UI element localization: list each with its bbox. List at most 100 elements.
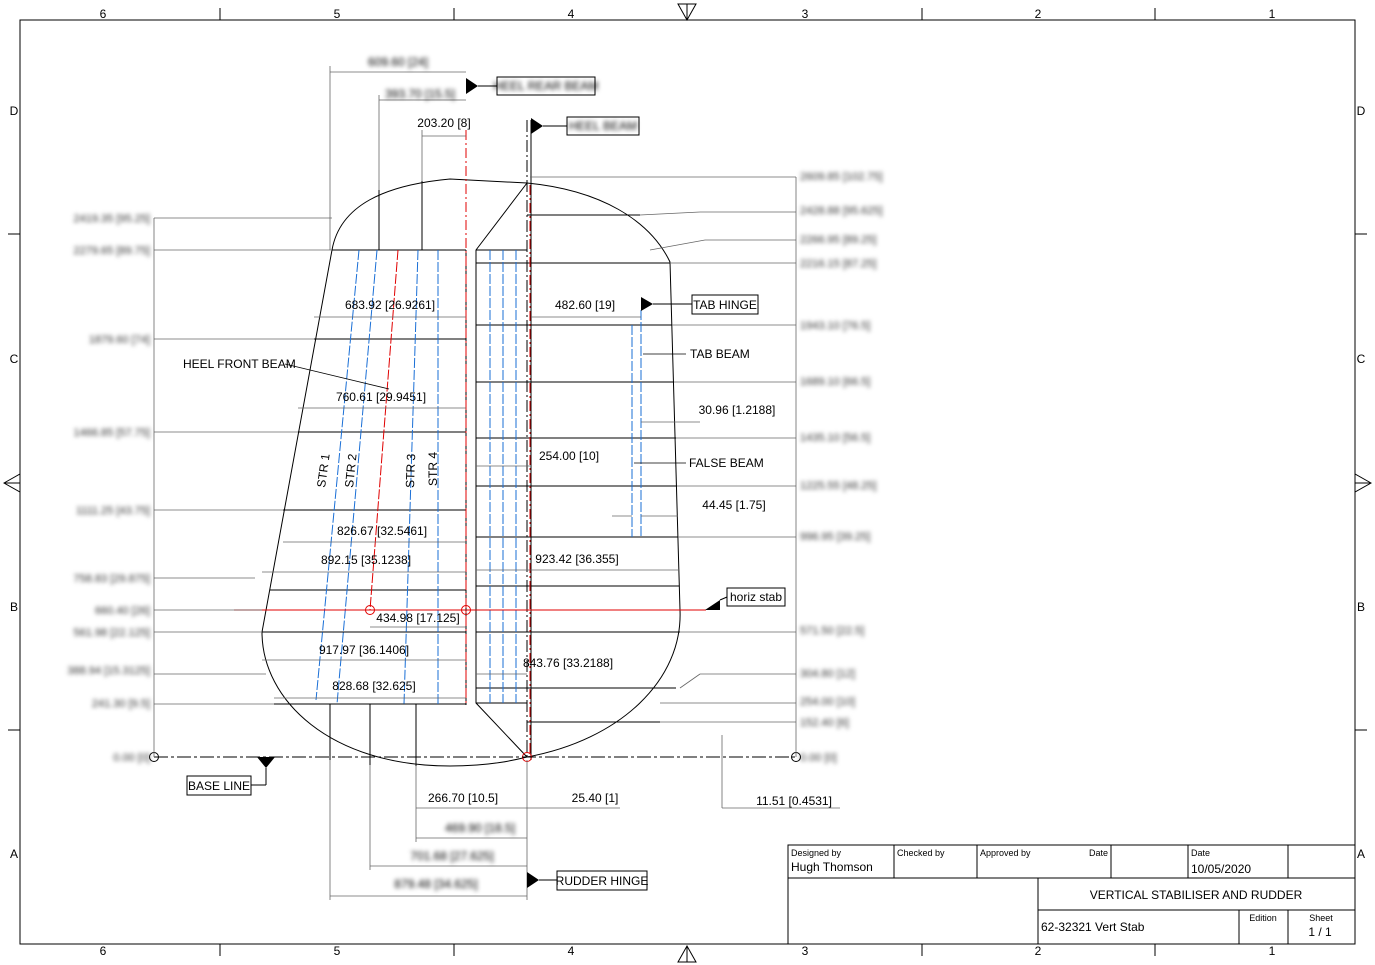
red-lines	[234, 130, 706, 762]
dim-44: 44.45 [1.75]	[702, 498, 765, 512]
approved-by-label: Approved by	[980, 848, 1031, 858]
zone-row-b-left: B	[10, 600, 18, 614]
callout-horiz-stab: horiz stab	[730, 590, 782, 604]
dim-923: 923.42 [36.355]	[535, 552, 618, 566]
sheet-value: 1 / 1	[1308, 925, 1332, 939]
title-block	[787, 844, 1356, 945]
dim-892: 892.15 [35.1238]	[321, 553, 411, 567]
zone-col-2-top: 2	[1035, 7, 1042, 21]
left-height-1: 2419.35 [95.25]	[74, 213, 150, 225]
dim-701: 701.68 [27.625]	[410, 849, 493, 863]
left-height-9: 388.94 [15.3125]	[67, 665, 150, 677]
left-height-2: 2279.65 [89.75]	[74, 245, 150, 257]
zone-col-5-top: 5	[334, 7, 341, 21]
dim-683: 683.92 [26.9261]	[345, 298, 435, 312]
zone-col-6-bottom: 6	[100, 944, 107, 958]
left-height-3: 1879.60 [74]	[89, 334, 150, 346]
dim-top-203: 203.20 [8]	[417, 116, 470, 130]
drawing-title: VERTICAL STABILISER AND RUDDER	[1090, 888, 1303, 902]
left-height-11: 0.00 [0]	[113, 752, 150, 764]
dimension-lines	[153, 66, 840, 900]
right-height-2: 2428.88 [95.625]	[800, 205, 883, 217]
dim-843: 843.76 [33.2188]	[523, 656, 613, 670]
zone-row-a-right: A	[1357, 847, 1365, 861]
stringer-label-1: STR 1	[314, 452, 333, 488]
part-number: 62-32321 Vert Stab	[1041, 920, 1145, 934]
designed-by-label: Designed by	[791, 848, 842, 858]
dim-266: 266.70 [10.5]	[428, 791, 498, 805]
right-height-9: 996.95 [39.25]	[800, 531, 870, 543]
left-height-8: 561.98 [22.125]	[74, 627, 150, 639]
dim-top-609: 609.60 [24]	[368, 55, 428, 69]
date-label: Date	[1191, 848, 1210, 858]
dim-828: 828.68 [32.625]	[332, 679, 415, 693]
blue-lines	[315, 249, 642, 705]
dim-top-393: 393.70 [15.5]	[385, 87, 455, 101]
dim-760: 760.61 [29.9451]	[336, 390, 426, 404]
stringer-label-2: STR 2	[342, 453, 360, 489]
zone-row-b-right: B	[1357, 600, 1365, 614]
fin-outline	[261, 178, 528, 767]
dim-25: 25.40 [1]	[572, 791, 619, 805]
zone-row-a-left: A	[10, 847, 18, 861]
right-height-7: 1435.10 [56.5]	[800, 432, 870, 444]
callout-tab-hinge: TAB HINGE	[693, 298, 757, 312]
date-value: 10/05/2020	[1191, 862, 1251, 876]
right-height-11: 304.80 [12]	[800, 668, 855, 680]
right-height-12: 254.00 [10]	[800, 696, 855, 708]
zone-col-3-top: 3	[802, 7, 809, 21]
horiz-stab-leader	[719, 596, 728, 601]
callout-heel-front-beam: HEEL FRONT BEAM	[183, 357, 296, 371]
zone-row-d-left: D	[10, 104, 19, 118]
dim-434: 434.98 [17.125]	[376, 611, 459, 625]
checked-by-label: Checked by	[897, 848, 945, 858]
left-height-7: 660.40 [26]	[95, 605, 150, 617]
sheet-border	[19, 19, 1356, 945]
edition-label: Edition	[1249, 913, 1277, 923]
callout-rudder-hinge: RUDDER HINGE	[556, 874, 649, 888]
zone-col-1-top: 1	[1269, 7, 1276, 21]
right-height-14: 0.00 [0]	[800, 752, 837, 764]
zone-col-6-top: 6	[100, 7, 107, 21]
left-height-5: 1111.25 [43.75]	[76, 505, 150, 517]
left-height-10: 241.30 [9.5]	[92, 698, 150, 710]
dim-11: 11.51 [0.4531]	[756, 794, 832, 808]
left-height-4: 1466.85 [57.75]	[74, 427, 150, 439]
dim-482: 482.60 [19]	[555, 298, 615, 312]
dim-254: 254.00 [10]	[539, 449, 599, 463]
zone-col-3-bottom: 3	[802, 944, 809, 958]
right-height-3: 2266.95 [89.25]	[800, 234, 876, 246]
zone-col-1-bottom: 1	[1269, 944, 1276, 958]
zone-col-4-top: 4	[568, 7, 575, 21]
zone-col-5-bottom: 5	[334, 944, 341, 958]
right-height-6: 1689.10 [66.5]	[800, 376, 870, 388]
stringer-label-4: STR 4	[426, 452, 440, 486]
right-height-13: 152.40 [6]	[800, 717, 849, 729]
dim-30: 30.96 [1.2188]	[699, 403, 776, 417]
callout-tab-beam: TAB BEAM	[690, 347, 750, 361]
centering-marks	[2, 3, 1373, 963]
right-height-5: 1943.10 [76.5]	[800, 320, 870, 332]
flag-pointers	[257, 78, 720, 888]
callout-heel-beam: HEEL BEAM	[569, 119, 637, 133]
callout-leaders	[284, 353, 686, 464]
right-height-1: 2609.85 [102.75]	[800, 171, 883, 183]
callout-false-beam: FALSE BEAM	[689, 456, 764, 470]
stringer-label-3: STR 3	[403, 453, 418, 488]
left-height-6: 758.83 [29.875]	[74, 573, 150, 585]
dim-826: 826.67 [32.5461]	[337, 524, 427, 538]
right-height-4: 2216.15 [87.25]	[800, 258, 876, 270]
designed-by-value: Hugh Thomson	[791, 860, 873, 874]
dim-917: 917.97 [36.1406]	[319, 643, 409, 657]
sheet-label: Sheet	[1309, 913, 1333, 923]
date-label-approved: Date	[1089, 848, 1108, 858]
zone-row-c-left: C	[10, 352, 19, 366]
zone-col-2-bottom: 2	[1035, 944, 1042, 958]
callout-base-line: BASE LINE	[188, 779, 250, 793]
callout-heel-rear-beam: HEEL REAR BEAM	[494, 79, 599, 93]
zone-col-4-bottom: 4	[568, 944, 575, 958]
zone-ticks	[8, 8, 1367, 956]
dim-469: 469.90 [18.5]	[445, 821, 515, 835]
right-height-10: 571.50 [22.5]	[800, 625, 864, 637]
